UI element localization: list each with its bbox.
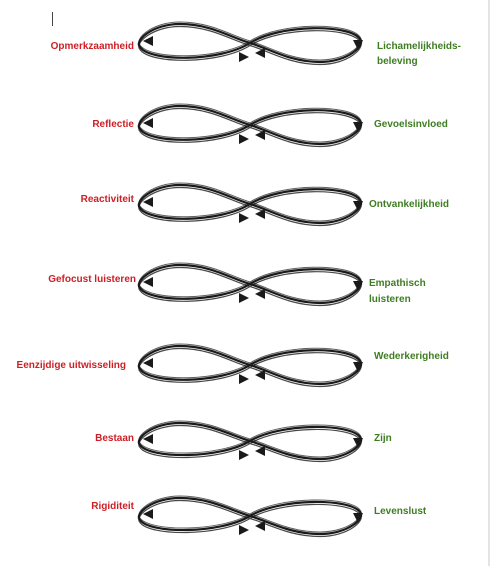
loop-stroke [137, 421, 363, 461]
loop-stroke [137, 183, 363, 225]
loop-stroke [138, 343, 362, 383]
arrow-head-icon [353, 362, 363, 372]
arrow-head-icon [143, 36, 153, 46]
left-label-1: Opmerkzaamheid [50, 41, 134, 52]
arrow-head-icon [255, 521, 265, 531]
right-label-1-line2: beleving [377, 56, 418, 67]
loop-stroke [137, 22, 363, 64]
infinity-loop-icon [137, 262, 363, 307]
loop-stroke [138, 182, 362, 222]
loop-stroke [138, 21, 362, 61]
arrow-head-icon [255, 446, 265, 456]
left-label-7: Rigiditeit [91, 501, 134, 512]
arrow-head-icon [143, 118, 153, 128]
right-label-2: Gevoelsinvloed [374, 119, 448, 130]
arrow-head-icon [353, 438, 363, 448]
arrow-head-icon [239, 293, 249, 303]
loop-stroke [137, 104, 363, 146]
loop-stroke [137, 496, 363, 536]
loop-stroke [138, 103, 362, 143]
loop-stroke [138, 495, 362, 533]
right-label-3: Ontvankelijkheid [369, 199, 450, 210]
loop-stroke [137, 344, 363, 386]
arrow-head-icon [239, 525, 249, 535]
right-label-7: Levenslust [374, 506, 427, 517]
arrow-head-icon [255, 209, 265, 219]
infinity-loop-icon [137, 495, 363, 538]
loop-stroke [138, 424, 362, 463]
arrow-head-icon [143, 509, 153, 519]
infinity-loop-icon [137, 343, 363, 388]
arrow-head-icon [143, 434, 153, 444]
loop-stroke [138, 262, 362, 302]
left-label-6: Bestaan [95, 433, 134, 444]
arrow-head-icon [353, 513, 363, 523]
right-label-4: Empathisch [369, 278, 426, 289]
right-label-6: Zijn [374, 433, 392, 444]
arrow-head-icon [239, 213, 249, 223]
arrow-head-icon [353, 201, 363, 211]
loop-stroke [138, 499, 362, 538]
arrow-head-icon [353, 122, 363, 132]
arrow-head-icon [143, 277, 153, 287]
arrow-head-icon [239, 134, 249, 144]
right-label-5: Wederkerigheid [374, 351, 449, 362]
arrow-head-icon [255, 370, 265, 380]
loop-stroke [138, 420, 362, 458]
arrow-head-icon [143, 197, 153, 207]
arrow-head-icon [353, 281, 363, 291]
left-label-3: Reactiviteit [80, 194, 134, 205]
infinity-loop-icon [137, 182, 363, 227]
arrow-head-icon [143, 358, 153, 368]
arrow-head-icon [353, 40, 363, 50]
infinity-loop-icon [137, 103, 363, 148]
left-label-2: Reflectie [92, 119, 134, 130]
loop-stroke [138, 107, 362, 148]
infinity-loop-icon [137, 420, 363, 463]
arrow-head-icon [255, 48, 265, 58]
loop-stroke [138, 347, 362, 388]
text-cursor-icon [52, 12, 53, 26]
frame-edge [488, 0, 490, 566]
left-label-5: Eenzijdige uitwisseling [16, 360, 126, 371]
arrow-head-icon [239, 450, 249, 460]
loop-stroke [137, 263, 363, 305]
loop-stroke [138, 25, 362, 66]
arrow-head-icon [239, 374, 249, 384]
arrow-head-icon [255, 289, 265, 299]
arrow-head-icon [255, 130, 265, 140]
arrow-head-icon [239, 52, 249, 62]
infinity-loop-icon [137, 21, 363, 66]
left-label-4: Gefocust luisteren [48, 274, 136, 285]
right-label-4-line2: luisteren [369, 294, 411, 305]
loop-stroke [138, 186, 362, 227]
right-label-1: Lichamelijkheids- [377, 41, 461, 52]
loop-stroke [138, 266, 362, 307]
